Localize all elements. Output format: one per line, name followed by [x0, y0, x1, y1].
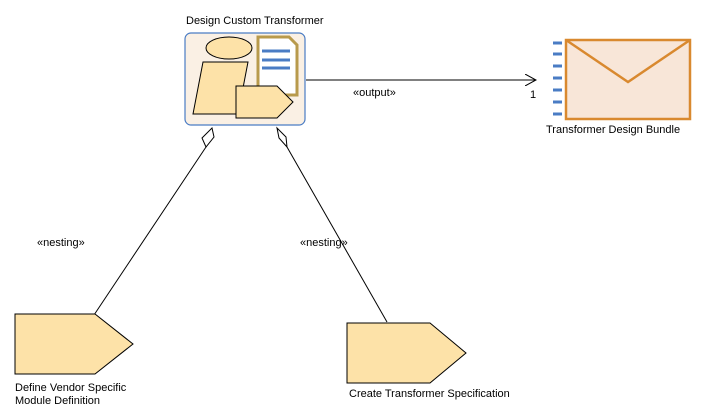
task-pentagon-icon[interactable] [14, 313, 134, 375]
nesting-connector-left[interactable] [93, 127, 215, 316]
output-name-label: Transformer Design Bundle [546, 124, 681, 136]
output-transformer-design-bundle[interactable] [553, 38, 692, 121]
output-stereotype-label: «output» [353, 87, 396, 99]
task-pentagon-icon[interactable] [346, 322, 467, 384]
task-name-line2: Module Definition [15, 395, 100, 407]
multiplicity-label: 1 [530, 89, 537, 101]
task-name-line1: Define Vendor Specific [15, 382, 127, 394]
task-name-label-define-vendor: Define Vendor Specific Module Definition [15, 382, 126, 408]
nesting-stereotype-label-left: «nesting» [37, 237, 85, 249]
envelope-icon [564, 38, 692, 121]
nesting-diamond-icon [276, 126, 288, 149]
task-name-label-create-spec: Create Transformer Specification [349, 388, 510, 400]
activity-name-label: Design Custom Transformer [186, 15, 324, 27]
nesting-connector-right[interactable] [276, 126, 388, 323]
port-dashes [553, 41, 562, 116]
nesting-stereotype-label-right: «nesting» [300, 237, 348, 249]
nesting-diamond-icon [201, 127, 215, 148]
activity-composite-icon [192, 35, 299, 119]
activity-design-custom-transformer[interactable] [184, 32, 306, 126]
